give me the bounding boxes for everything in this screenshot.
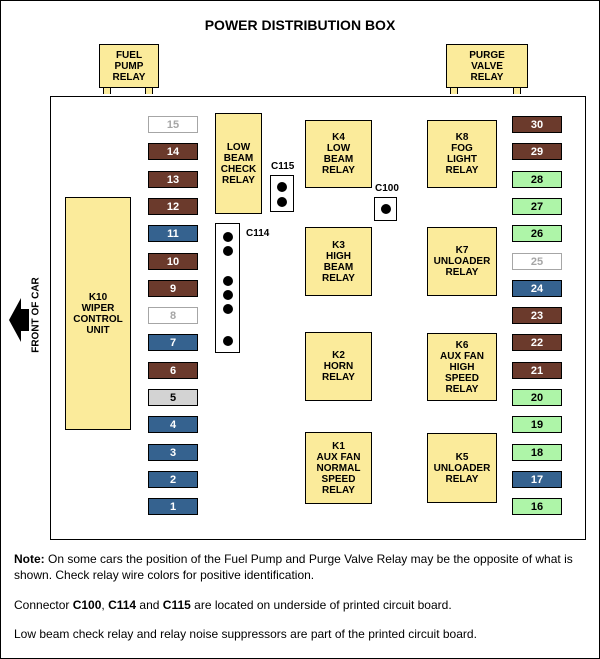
fuse-26: 26 [512, 225, 562, 242]
fuse-14: 14 [148, 143, 198, 160]
relay-k7: K7 UNLOADER RELAY [427, 227, 497, 296]
fuse-18: 18 [512, 444, 562, 461]
low-beam-check-relay: LOW BEAM CHECK RELAY [215, 113, 262, 214]
connector-pin [222, 336, 233, 346]
fuse-25: 25 [512, 253, 562, 270]
fuse-15: 15 [148, 116, 198, 133]
fuse-27: 27 [512, 198, 562, 215]
connector-c115 [270, 175, 294, 212]
fuel-pump-relay: FUEL PUMP RELAY [99, 44, 159, 88]
fuse-2: 2 [148, 471, 198, 488]
connector-pin [277, 182, 287, 192]
connector-note-suffix: are located on underside of printed circ… [190, 598, 452, 612]
fuse-11: 11 [148, 225, 198, 242]
relay-k5: K5 UNLOADER RELAY [427, 433, 497, 503]
diagram-title: POWER DISTRIBUTION BOX [204, 17, 396, 33]
connector-note-sep: and [136, 598, 163, 612]
front-arrow-icon [9, 298, 29, 342]
fuse-23: 23 [512, 307, 562, 324]
connector-pin [380, 204, 391, 214]
connector-pin [222, 276, 233, 286]
purge-valve-relay-stem-left [450, 88, 458, 94]
fuse-12: 12 [148, 198, 198, 215]
suppressor-note: Low beam check relay and relay noise sup… [14, 627, 477, 641]
fuse-7: 7 [148, 334, 198, 351]
purge-valve-relay-stem-right [513, 88, 521, 94]
connector-note-c115: C115 [162, 598, 191, 612]
connector-note-sep: , [101, 598, 109, 612]
fuse-20: 20 [512, 389, 562, 406]
fuse-5: 5 [148, 389, 198, 406]
relay-k10-wiper-control-unit: K10 WIPER CONTROL UNIT [65, 197, 131, 430]
relay-k6: K6 AUX FAN HIGH SPEED RELAY [427, 333, 497, 401]
fuse-13: 13 [148, 171, 198, 188]
connector-pin [222, 304, 233, 314]
relay-k2: K2 HORN RELAY [305, 332, 372, 401]
connector-pin [222, 232, 233, 242]
fuse-30: 30 [512, 116, 562, 133]
fuse-16: 16 [512, 498, 562, 515]
connector-pin [277, 197, 287, 207]
connector-note-c114: C114 [108, 598, 137, 612]
connector-pin [222, 246, 233, 256]
connector-note-c100: C100 [72, 598, 102, 612]
fuse-8: 8 [148, 307, 198, 324]
note-text: On some cars the position of the Fuel Pu… [14, 552, 573, 582]
connector-c114 [215, 223, 240, 353]
fuse-17: 17 [512, 471, 562, 488]
relay-k1: K1 AUX FAN NORMAL SPEED RELAY [305, 432, 372, 504]
fuse-24: 24 [512, 280, 562, 297]
fuse-22: 22 [512, 334, 562, 351]
fuse-29: 29 [512, 143, 562, 160]
fuse-4: 4 [148, 416, 198, 433]
relay-k3: K3 HIGH BEAM RELAY [305, 227, 372, 296]
connector-note-prefix: Connector [14, 598, 73, 612]
fuse-9: 9 [148, 280, 198, 297]
relay-k4: K4 LOW BEAM RELAY [305, 120, 372, 188]
note-paragraph: Note: On some cars the position of the F… [14, 551, 589, 583]
fuse-1: 1 [148, 498, 198, 515]
connector-c100 [374, 197, 397, 221]
connector-c115-label: C115 [271, 161, 295, 172]
relay-k8: K8 FOG LIGHT RELAY [427, 120, 497, 188]
front-of-car-label: FRONT OF CAR [30, 277, 42, 353]
purge-valve-relay: PURGE VALVE RELAY [446, 44, 528, 88]
fuel-pump-relay-stem-right [145, 88, 153, 94]
connector-c100-label: C100 [375, 183, 399, 194]
note-label: Note: [14, 552, 45, 566]
connector-pin [222, 290, 233, 300]
fuel-pump-relay-stem-left [103, 88, 111, 94]
connector-note: Connector C100, C114 and C115 are locate… [14, 597, 589, 613]
fuse-10: 10 [148, 253, 198, 270]
fuse-19: 19 [512, 416, 562, 433]
fuse-21: 21 [512, 362, 562, 379]
connector-c114-label: C114 [246, 228, 270, 239]
fuse-28: 28 [512, 171, 562, 188]
fuse-3: 3 [148, 444, 198, 461]
fuse-6: 6 [148, 362, 198, 379]
